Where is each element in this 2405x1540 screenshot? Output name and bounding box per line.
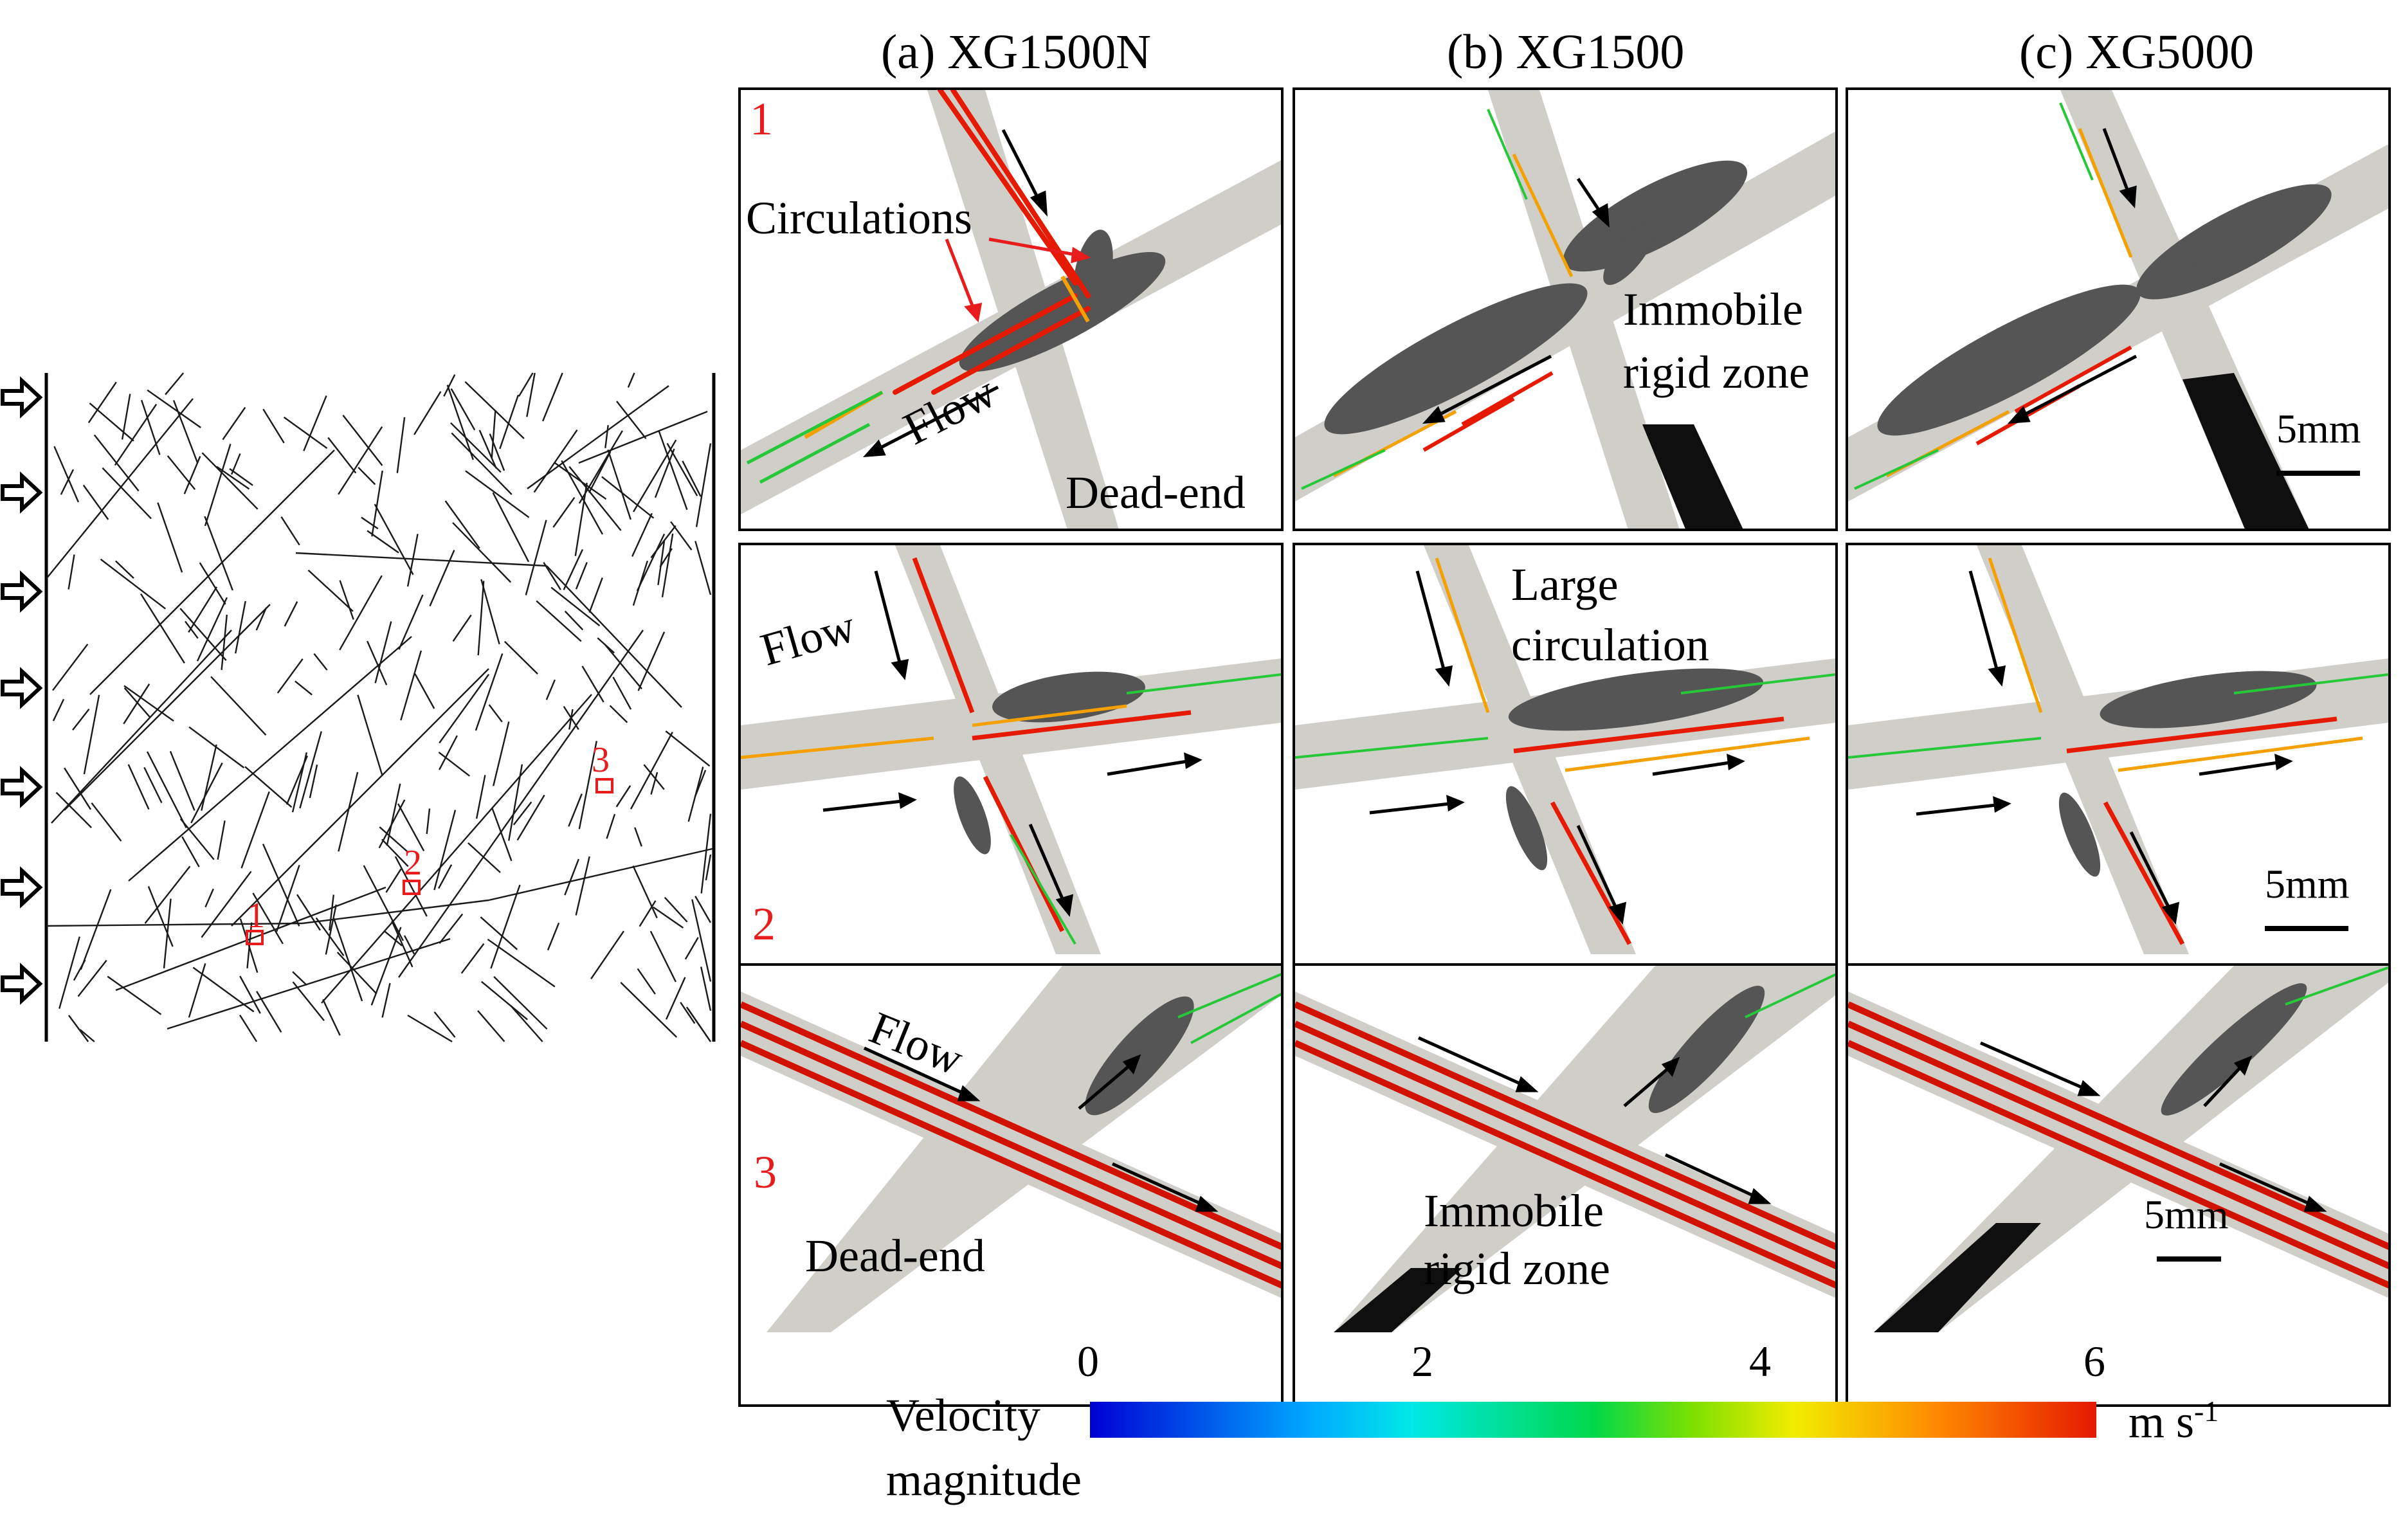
- scale-label-row3: 5mm: [2144, 1191, 2229, 1237]
- colorbar-unit-base: m s: [2128, 1396, 2195, 1447]
- inflow-arrows: [1, 376, 43, 1005]
- column-title-c: (c) XG5000: [2019, 25, 2255, 79]
- colorbar-unit-exp: -1: [2194, 1395, 2219, 1427]
- label-dead-end-3: Dead-end: [805, 1230, 985, 1282]
- scale-bar-row3: 5mm: [2144, 1191, 2229, 1262]
- panel-row1-b: Immobile rigid zone: [1293, 87, 1838, 531]
- panel-row1-a: 1 Circulations Flow Dead-end: [738, 87, 1284, 531]
- panel-row2-a: Flow 2: [738, 543, 1284, 986]
- location-markers: [246, 778, 613, 945]
- label-circulation: circulation: [1511, 619, 1709, 671]
- column-title-a: (a) XG1500N: [881, 25, 1152, 79]
- panel-row3-b: Immobile rigid zone: [1293, 963, 1838, 1407]
- column-title-b: (b) XG1500: [1447, 25, 1685, 79]
- fracture-network: 1 2 3: [1, 372, 716, 1043]
- panel-row2-b: Large circulation: [1293, 543, 1838, 986]
- location-label-2: 2: [404, 843, 422, 883]
- colorbar-unit: m s-1: [2128, 1394, 2219, 1449]
- row-label-2: 2: [752, 898, 776, 950]
- row-label-3: 3: [754, 1146, 777, 1198]
- location-marker-3: [595, 778, 613, 793]
- scale-bar-row1: 5mm: [2276, 405, 2361, 476]
- colorbar: [1090, 1402, 2096, 1438]
- scale-label-row2: 5mm: [2265, 861, 2350, 907]
- colorbar-tick-0: 0: [1077, 1337, 1099, 1386]
- label-immobile-1: Immobile: [1623, 284, 1803, 335]
- scale-bar-row2: 5mm: [2265, 860, 2350, 931]
- location-marker-2: [403, 880, 421, 895]
- label-large: Large: [1511, 559, 1619, 610]
- label-immobile-3: Immobile: [1424, 1185, 1604, 1237]
- label-rigid-zone-1: rigid zone: [1623, 347, 1810, 398]
- colorbar-tick-6: 6: [2083, 1337, 2105, 1386]
- panel-row3-a: Flow 3 Dead-end: [738, 963, 1284, 1407]
- label-rigid-zone-3: rigid zone: [1424, 1243, 1610, 1294]
- panel-row1-c: 5mm: [1846, 87, 2391, 531]
- location-label-1: 1: [247, 896, 265, 936]
- row-label-1: 1: [750, 93, 773, 145]
- label-circulations: Circulations: [746, 192, 972, 244]
- colorbar-tick-2: 2: [1411, 1337, 1433, 1386]
- colorbar-title-line1: Velocity: [886, 1390, 1040, 1441]
- label-dead-end-1: Dead-end: [1066, 467, 1246, 518]
- location-label-3: 3: [592, 740, 610, 780]
- colorbar-tick-4: 4: [1749, 1337, 1771, 1386]
- colorbar-title-line2: magnitude: [886, 1454, 1082, 1505]
- scale-label-row1: 5mm: [2276, 406, 2361, 451]
- panel-row2-c: 5mm: [1846, 543, 2391, 986]
- fracture-lines: [46, 372, 713, 1043]
- panel-row3-c: 5mm: [1846, 963, 2391, 1407]
- location-marker-1: [246, 930, 264, 945]
